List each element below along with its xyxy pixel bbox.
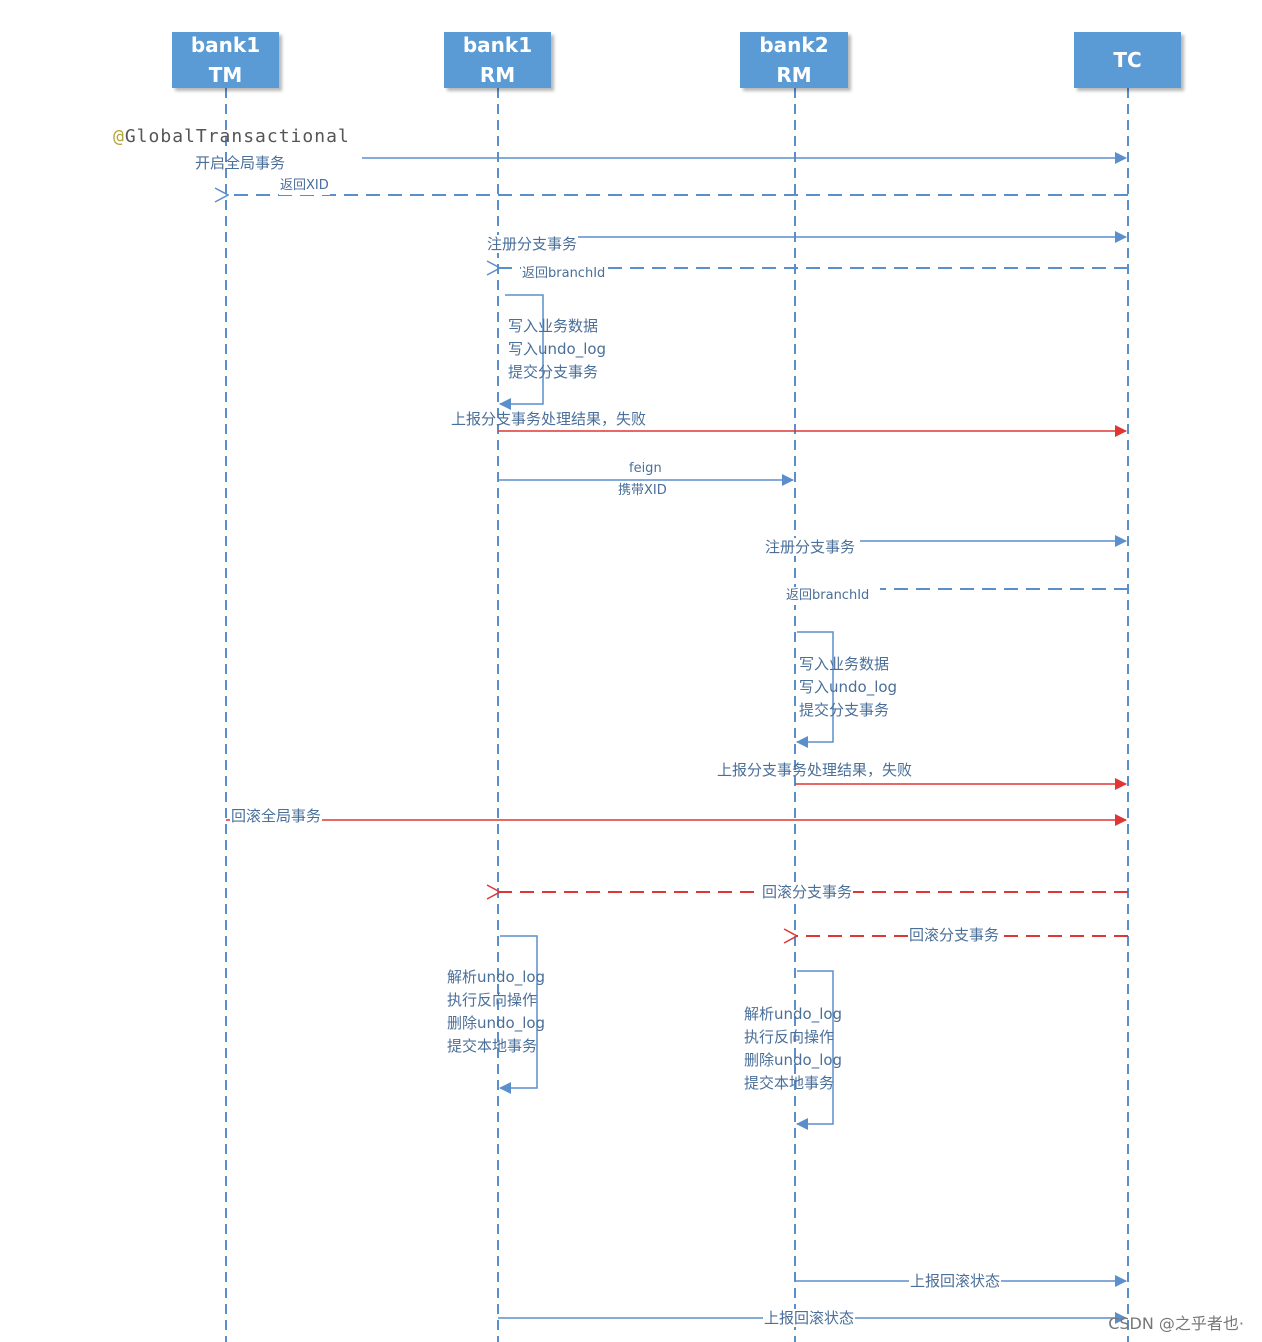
bank1-undo-steps: 解析undo_log 执行反向操作 删除undo_log 提交本地事务 (447, 966, 545, 1058)
bank1-undo-step: 提交本地事务 (447, 1037, 538, 1055)
label-return-branchid-2: 返回branchId (785, 587, 871, 605)
label-report-result-2: 上报分支事务处理结果，失败 (717, 761, 913, 779)
bank1-local-steps: 写入业务数据 写入undo_log 提交分支事务 (508, 315, 606, 384)
self-loop-bank1-undo (499, 935, 538, 1094)
bank2-local-step: 提交分支事务 (799, 701, 890, 719)
actor-tc: TC (1074, 32, 1181, 88)
bank1-undo-step: 执行反向操作 (447, 991, 538, 1009)
label-rollback-global: 回滚全局事务 (230, 807, 323, 825)
actor-bank1-tm-line2: TM (208, 63, 243, 87)
label-feign-2: 携带XID (617, 482, 668, 500)
self-loop-bank1-local (499, 294, 544, 410)
bank1-local-step: 写入undo_log (508, 340, 607, 358)
actor-tc-label: TC (1113, 48, 1142, 72)
actor-bank2-rm-line2: RM (776, 63, 812, 87)
actor-bank2-rm: bank2 RM (740, 32, 848, 88)
actor-bank1-tm: bank1 TM (172, 32, 279, 88)
watermark: CSDN @之乎者也· (1108, 1314, 1244, 1333)
bank2-undo-step: 提交本地事务 (744, 1074, 835, 1092)
bank1-undo-step: 删除undo_log (447, 1014, 546, 1032)
self-loop-bank2-undo (796, 970, 834, 1130)
annotation-at: @ (113, 126, 125, 147)
label-return-branchid-1: 返回branchId (521, 265, 607, 283)
bank1-local-step: 写入业务数据 (508, 317, 599, 335)
label-report-result-1: 上报分支事务处理结果，失败 (451, 410, 647, 428)
bank1-undo-step: 解析undo_log (447, 968, 546, 986)
actor-bank1-rm: bank1 RM (444, 32, 551, 88)
bank2-undo-step: 执行反向操作 (744, 1028, 835, 1046)
label-return-xid: 返回XID (279, 177, 330, 195)
bank1-local-step: 提交分支事务 (508, 363, 599, 381)
actor-bank1-tm-line1: bank1 (190, 33, 261, 57)
label-report-rollback-bank1: 上报回滚状态 (763, 1309, 856, 1327)
actor-bank2-rm-line1: bank2 (759, 33, 829, 57)
bank2-local-step: 写入undo_log (799, 678, 898, 696)
label-register-branch-1: 注册分支事务 (486, 235, 579, 253)
label-report-rollback-bank2: 上报回滚状态 (909, 1272, 1002, 1290)
self-loop-bank2-local (796, 631, 834, 748)
actor-bank1-rm-line1: bank1 (462, 33, 533, 57)
label-feign-1: feign (628, 460, 663, 478)
annotation-text: GlobalTransactional (124, 126, 350, 147)
global-transactional-annotation: @GlobalTransactional (113, 126, 350, 147)
label-rollback-branch-1: 回滚分支事务 (761, 883, 854, 901)
actor-bank1-rm-line2: RM (479, 63, 516, 87)
label-rollback-branch-2: 回滚分支事务 (908, 926, 1001, 944)
bank2-undo-steps: 解析undo_log 执行反向操作 删除undo_log 提交本地事务 (744, 1003, 842, 1095)
bank2-undo-step: 删除undo_log (744, 1051, 843, 1069)
bank2-undo-step: 解析undo_log (744, 1005, 843, 1023)
label-register-branch-2: 注册分支事务 (764, 538, 857, 556)
bank2-local-steps: 写入业务数据 写入undo_log 提交分支事务 (799, 653, 897, 722)
bank2-local-step: 写入业务数据 (799, 655, 890, 673)
label-start-global: 开启全局事务 (195, 154, 286, 172)
